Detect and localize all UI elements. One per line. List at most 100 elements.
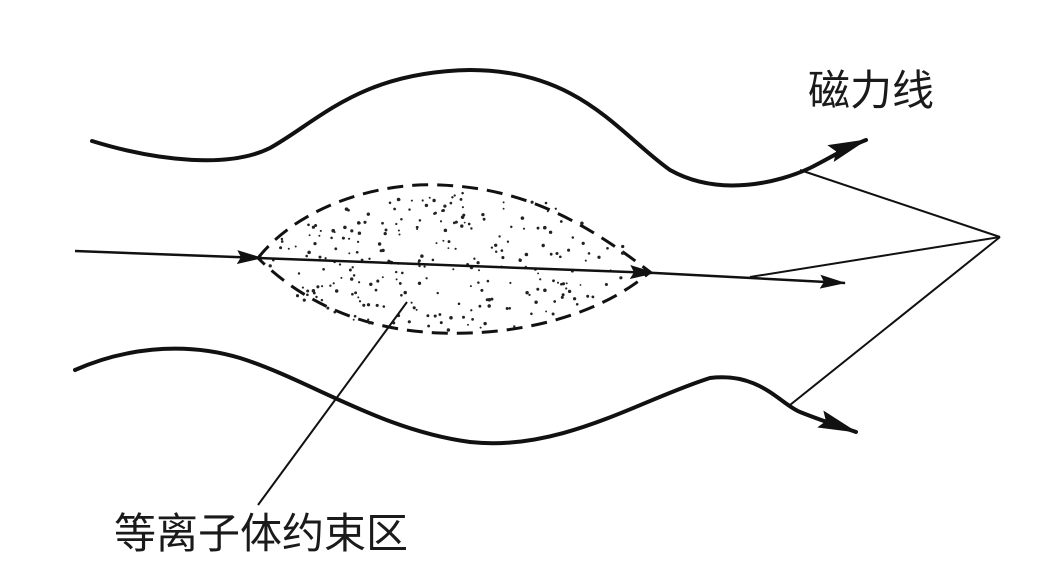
stipple-dot [543, 288, 547, 293]
stipple-dot [416, 228, 418, 231]
stipple-dot [351, 292, 354, 296]
stipple-dot [417, 259, 421, 263]
stipple-dot [586, 294, 590, 298]
stipple-dot [332, 282, 335, 285]
stipple-dot [548, 230, 553, 235]
stipple-dot [581, 241, 585, 246]
stipple-dot [345, 207, 349, 211]
stipple-dot [518, 258, 521, 261]
stipple-dot [575, 302, 579, 306]
stipple-dot [427, 324, 431, 328]
stipple-dot [366, 212, 370, 216]
stipple-dot [363, 220, 367, 224]
stipple-dot [552, 279, 555, 283]
stipple-dot [478, 304, 482, 308]
stipple-dot [479, 326, 482, 329]
stipple-dot [334, 289, 339, 293]
stipple-dot [306, 289, 310, 293]
stipple-dot [505, 307, 509, 310]
stipple-dot [417, 281, 422, 285]
stipple-dot [311, 289, 316, 293]
stipple-dot [620, 251, 625, 255]
stipple-dot [587, 252, 591, 255]
stipple-dot [333, 310, 337, 314]
stipple-dot [306, 293, 309, 297]
stipple-dot [350, 229, 354, 233]
stipple-dot [357, 296, 360, 299]
stipple-dot [431, 258, 435, 262]
stipple-dot [567, 289, 572, 294]
stipple-dot [584, 259, 587, 262]
stipple-dot [554, 207, 557, 210]
stipple-dot [397, 229, 400, 232]
stipple-dot [509, 281, 512, 285]
stipple-dot [350, 277, 354, 281]
stipple-dot [591, 295, 595, 299]
stipple-dot [442, 239, 445, 242]
stipple-dot [398, 233, 401, 236]
stipple-dot [471, 318, 474, 321]
stipple-dot [315, 295, 318, 299]
stipple-dot [367, 318, 370, 321]
stipple-dot [376, 279, 380, 283]
stipple-dot [358, 222, 361, 225]
stipple-dot [438, 313, 442, 316]
stipple-dot [510, 225, 513, 229]
stipple-dot [473, 257, 476, 260]
stipple-dot [460, 224, 464, 228]
stipple-dot [442, 209, 445, 212]
stipple-dot [606, 246, 609, 250]
outgoing-ray [654, 271, 846, 289]
stipple-dot [410, 199, 413, 202]
confinement-zone-leader [257, 301, 408, 506]
stipple-dot [348, 268, 352, 272]
stipple-dot [528, 293, 531, 297]
stipple-dot [604, 282, 608, 287]
stipple-dot [366, 303, 371, 307]
stipple-dot [353, 314, 357, 318]
stipple-dot [443, 204, 447, 208]
stipple-dot [393, 207, 396, 211]
stipple-dot [494, 243, 498, 247]
stipple-dot [314, 223, 318, 228]
stipple-dot [480, 288, 484, 292]
confinement-zone-stipple [268, 191, 625, 332]
stipple-dot [459, 197, 463, 201]
stipple-dot [543, 225, 547, 230]
stipple-dot [356, 240, 360, 244]
stipple-dot [381, 276, 384, 279]
stipple-dot [280, 240, 284, 243]
field-lines-leader [749, 169, 1001, 406]
stipple-dot [384, 228, 388, 232]
stipple-dot [307, 223, 310, 227]
stipple-dot [486, 279, 490, 283]
stipple-dot [572, 297, 577, 301]
stipple-dot [355, 250, 359, 254]
field-line-bottom [73, 346, 858, 446]
stipple-dot [374, 288, 378, 292]
stipple-dot [307, 250, 311, 255]
stipple-dot [388, 201, 392, 205]
stipple-dot [268, 264, 272, 268]
stipple-dot [320, 298, 324, 302]
stipple-dot [449, 201, 453, 205]
stipple-dot [297, 272, 301, 275]
stipple-dot [287, 247, 290, 250]
stipple-dot [571, 236, 575, 239]
stipple-dot [485, 298, 489, 302]
stipple-dot [395, 278, 398, 281]
stipple-dot [451, 196, 454, 199]
stipple-dot [560, 295, 564, 299]
stipple-dot [549, 252, 553, 256]
stipple-dot [579, 284, 582, 286]
stipple-dot [476, 261, 480, 265]
stipple-dot [382, 305, 386, 308]
stipple-dot [446, 328, 451, 332]
stipple-dot [545, 310, 548, 313]
stipple-dot [330, 236, 333, 240]
stipple-dot [319, 229, 322, 232]
stipple-dot [460, 215, 465, 219]
stipple-dot [553, 300, 557, 303]
stipple-dot [321, 285, 324, 288]
stipple-dot [305, 254, 309, 258]
